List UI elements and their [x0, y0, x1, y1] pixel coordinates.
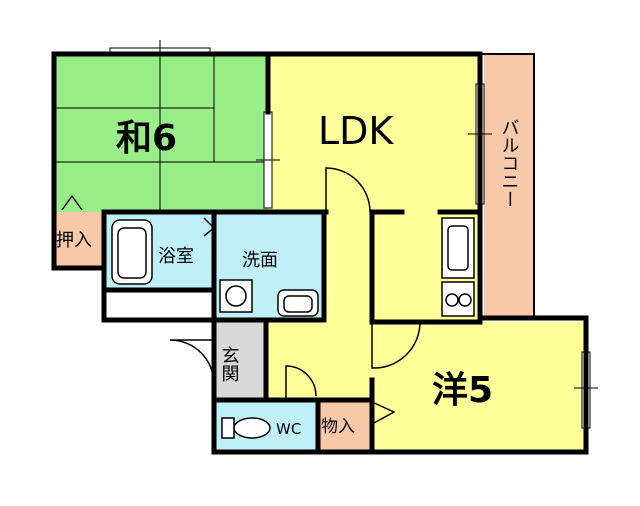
storage-floor	[318, 400, 372, 452]
toilet-icon	[221, 417, 271, 439]
room-label-washitsu: 和6	[116, 118, 177, 159]
walls	[51, 51, 589, 455]
tatami-lines	[54, 54, 268, 212]
western-room-floor	[372, 322, 586, 452]
oshiire-floor	[54, 212, 104, 268]
doors	[61, 167, 421, 425]
washitsu-floor	[54, 54, 268, 212]
room-label-wc: WC	[276, 420, 301, 438]
balcony-floor	[484, 54, 534, 318]
ldk-floor	[268, 54, 480, 212]
genkan-floor	[214, 320, 266, 400]
room-label-ldk: LDK	[318, 109, 394, 153]
room-label-washroom: 洗面	[242, 250, 278, 271]
room-label-oshiire: 押入	[56, 230, 92, 251]
room-label-storage: 物入	[321, 417, 355, 437]
room-label-genkan: 玄関	[219, 346, 240, 382]
room-label-balcony: バルコニー	[499, 118, 520, 208]
room-label-western: 洋5	[432, 370, 493, 411]
fixtures	[111, 217, 475, 439]
room-label-bath: 浴室	[158, 246, 194, 267]
